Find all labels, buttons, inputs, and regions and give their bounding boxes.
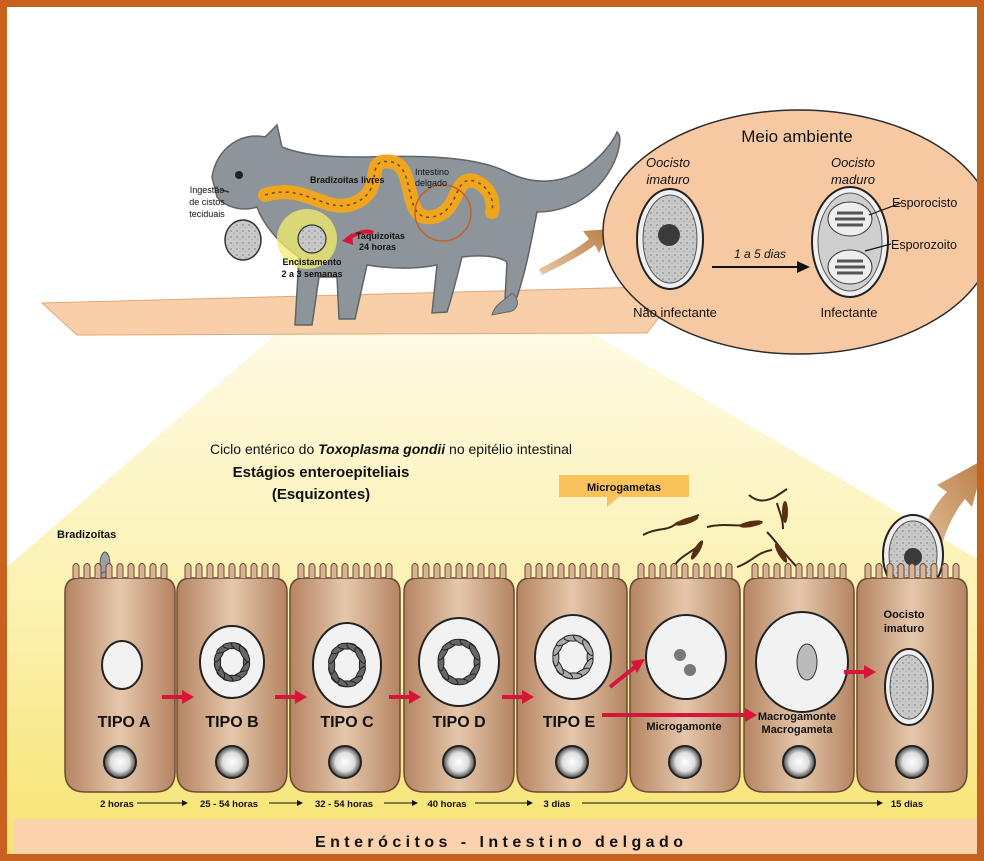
cell-nucleus-8 — [896, 746, 928, 778]
microgamont-nucleus — [674, 649, 686, 661]
bradizoitas-label: Bradizoítas — [57, 529, 116, 541]
label-encistamento-1: Encistamento — [282, 257, 342, 267]
oocisto-imaturo-label-1: Oocisto — [646, 155, 690, 170]
oocisto-maduro-label-2: maduro — [831, 172, 875, 187]
cycle-title: Ciclo entérico do Toxoplasma gondii no e… — [210, 441, 572, 457]
microvilli-6 — [638, 564, 732, 579]
tissue-cyst — [298, 225, 326, 253]
timeline-2-horas: 2 horas — [100, 799, 134, 810]
label-intestino-1: Intestino — [415, 167, 449, 177]
microvilli-8 — [865, 564, 959, 579]
subtitle-estagios: Estágios enteroepiteliais — [233, 464, 410, 481]
oocisto-imaturo-cell-label-1: Oocisto — [884, 609, 925, 621]
label-ingestao-1: Ingestão — [190, 185, 225, 195]
timeline-32-54-horas: 32 - 54 horas — [315, 799, 373, 810]
nao-infectante-label: Não infectante — [633, 305, 717, 320]
parasitophorous-vacuole-1 — [102, 641, 142, 689]
timeline-3-dias: 3 dias — [544, 799, 571, 810]
oocisto-maduro-label-1: Oocisto — [831, 155, 875, 170]
tipo-d-label: TIPO D — [432, 714, 485, 731]
label-ingestao-3: teciduais — [189, 209, 225, 219]
cell-oocyst-inner — [890, 655, 928, 719]
cell-nucleus-5 — [556, 746, 588, 778]
cell-nucleus-7 — [783, 746, 815, 778]
cell-nucleus-6 — [669, 746, 701, 778]
toxoplasma-life-cycle-diagram: Ingestão de cistos teciduais Bradizoitas… — [7, 7, 984, 861]
cell-nucleus-3 — [329, 746, 361, 778]
subtitle-esquizontes: (Esquizontes) — [272, 486, 370, 503]
parasitophorous-vacuole-3 — [313, 623, 381, 707]
ingested-cyst — [225, 220, 261, 260]
cell-nucleus-2 — [216, 746, 248, 778]
infectante-label: Infectante — [820, 305, 877, 320]
timeline-25-54-horas: 25 - 54 horas — [200, 799, 258, 810]
maturation-days-label: 1 a 5 dias — [734, 247, 786, 261]
parasitophorous-vacuole-4 — [419, 618, 499, 706]
oocisto-imaturo-cell-label-2: imaturo — [884, 623, 925, 635]
esporozoito-label: Esporozoito — [891, 238, 957, 252]
tipo-e-label: TIPO E — [543, 714, 596, 731]
timeline-15-dias: 15 dias — [891, 799, 923, 810]
macrogamonte-label: Macrogamonte — [758, 711, 836, 723]
macrogameta-label: Macrogameta — [762, 724, 834, 736]
label-taquizoitas-2: 24 horas — [359, 242, 396, 252]
label-bradizoitas-livres: Bradizoitas livres — [310, 175, 385, 185]
microvilli-2 — [185, 564, 279, 579]
tipo-b-label: TIPO B — [205, 714, 258, 731]
oocisto-imaturo-label-2: imaturo — [646, 172, 689, 187]
label-intestino-2: delgado — [415, 178, 447, 188]
label-encistamento-2: 2 a 3 semanas — [281, 269, 342, 279]
microvilli-4 — [412, 564, 506, 579]
microvilli-1 — [73, 564, 167, 579]
microgamont-nucleus — [684, 664, 696, 676]
parasitophorous-vacuole-5 — [535, 615, 611, 699]
curved-arrow-to-environment — [539, 229, 611, 275]
tipo-a-label: TIPO A — [98, 714, 151, 731]
environment-panel: Meio ambiente Oocisto imaturo Oocisto ma… — [603, 110, 984, 354]
cell-nucleus-1 — [104, 746, 136, 778]
environment-title: Meio ambiente — [741, 127, 853, 146]
microvilli-7 — [752, 564, 846, 579]
macrogamont-nucleus — [797, 644, 817, 680]
cell-nucleus-4 — [443, 746, 475, 778]
microvilli-3 — [298, 564, 392, 579]
microgametas-label: Microgametas — [587, 482, 661, 494]
label-ingestao-2: de cistos — [189, 197, 225, 207]
microgamonte-label: Microgamonte — [646, 721, 721, 733]
footer-label: E n t e r ó c i t o s - I n t e s t i n … — [315, 834, 683, 851]
parasitophorous-vacuole-2 — [200, 626, 264, 698]
esporocisto-label: Esporocisto — [892, 196, 957, 210]
parasitophorous-vacuole-6 — [646, 615, 726, 699]
microvilli-5 — [525, 564, 619, 579]
timeline-40-horas: 40 horas — [427, 799, 466, 810]
tipo-c-label: TIPO C — [320, 714, 374, 731]
label-taquizoitas-1: Taquizoitas — [356, 231, 405, 241]
